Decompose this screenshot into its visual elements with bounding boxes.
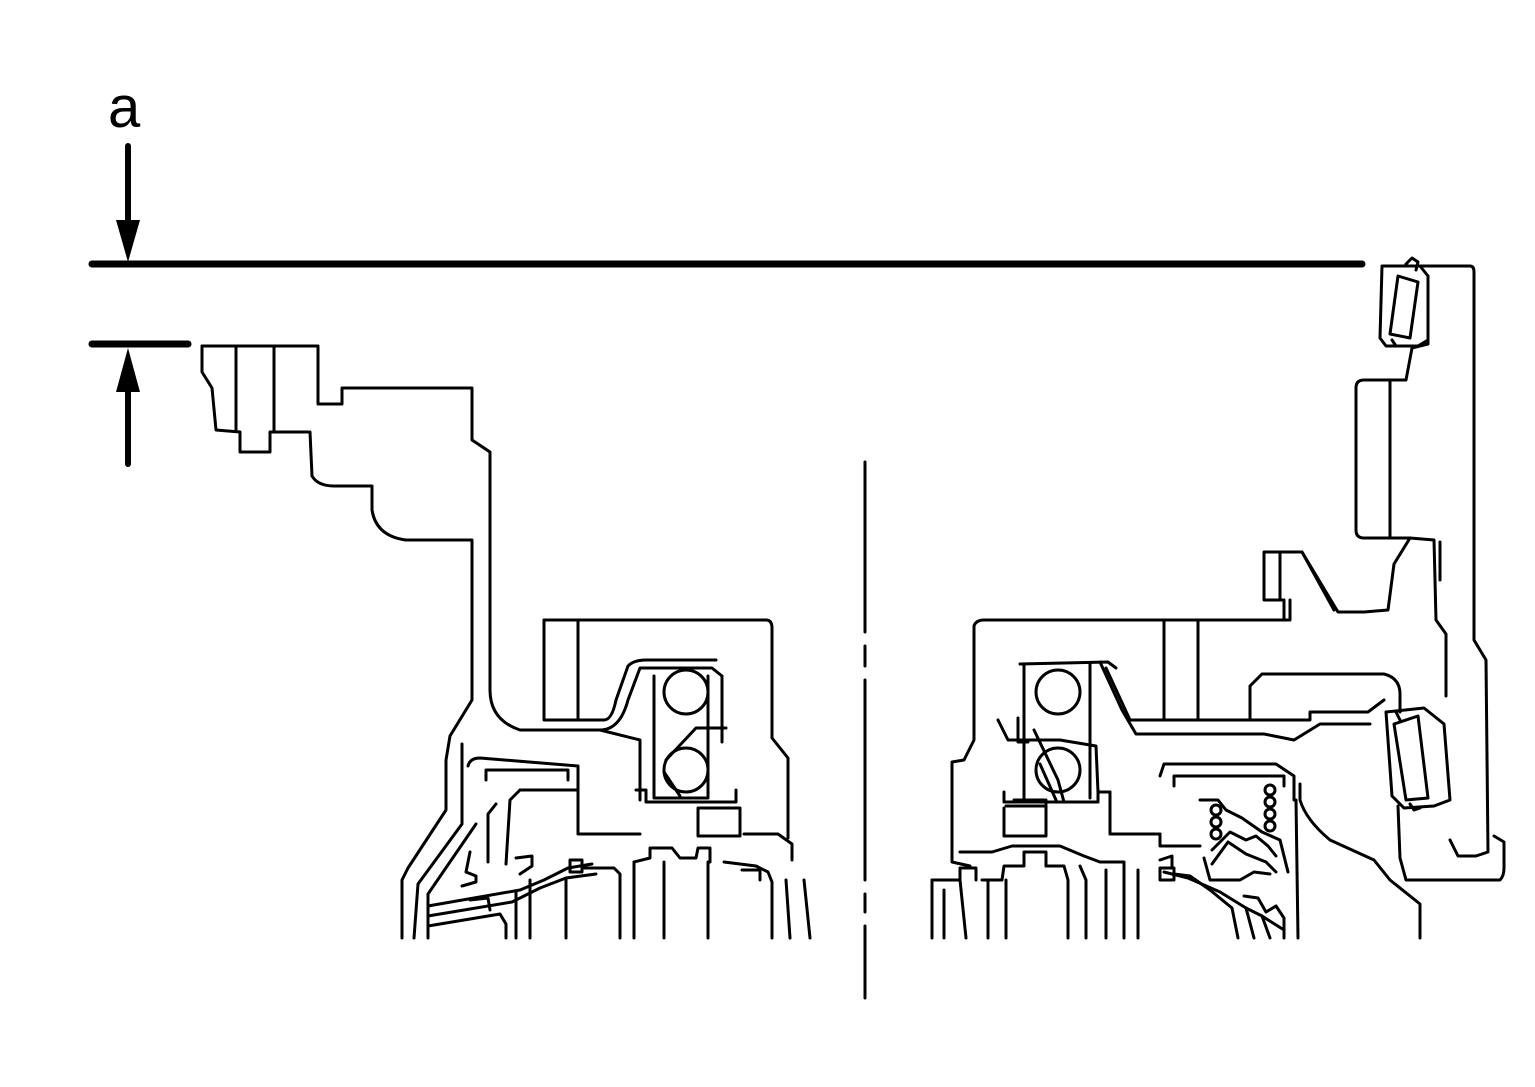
left-housing <box>202 346 810 938</box>
dimension-a <box>92 146 1362 464</box>
dimension-label: a <box>108 75 141 140</box>
arrow-down-head <box>116 220 140 262</box>
arrow-up-head <box>116 348 140 392</box>
right-housing <box>932 258 1504 938</box>
